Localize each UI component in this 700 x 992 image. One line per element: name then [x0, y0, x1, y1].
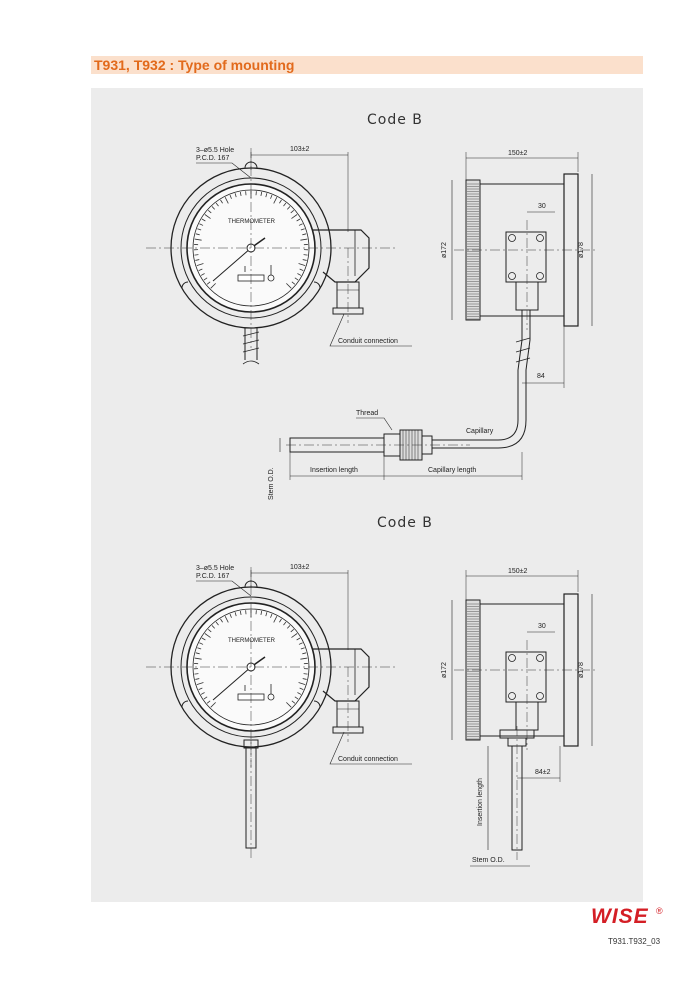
- dim-width-top: 103±2: [290, 146, 310, 153]
- dim-178-bottom: ø178: [578, 662, 585, 678]
- dim-depth-bottom: 150±2: [508, 568, 528, 575]
- gauge-front-view-top: [145, 147, 397, 349]
- dim-30-top: 30: [538, 203, 546, 210]
- stem-od-label-bottom: Stem O.D.: [472, 857, 505, 864]
- gauge-front-view-bottom: [145, 566, 397, 768]
- dim-30-bottom: 30: [538, 623, 546, 630]
- gauge-side-view-bottom: [453, 593, 597, 751]
- dim-172-top: ø172: [441, 242, 448, 258]
- dim-84-top: 84: [537, 373, 545, 380]
- pcd-label-bottom: P.C.D. 167: [196, 573, 230, 580]
- code-label-bottom: Code B: [377, 515, 433, 531]
- code-label-top: Code B: [367, 112, 423, 128]
- dim-172-bottom: ø172: [441, 662, 448, 678]
- wise-logo: WISE: [591, 905, 649, 928]
- header-bar: [91, 56, 643, 74]
- page-title: T931, T932 : Type of mounting: [94, 57, 295, 73]
- dial-text-top: THERMOMETER: [228, 219, 275, 225]
- dim-depth-top: 150±2: [508, 150, 528, 157]
- dim-width-bottom: 103±2: [290, 564, 310, 571]
- thread-label: Thread: [356, 410, 379, 417]
- capillary-length-label: Capillary length: [428, 467, 477, 474]
- hole-label-top: 3–ø5.5 Hole: [196, 147, 235, 154]
- dim-84-bottom: 84±2: [535, 769, 551, 776]
- capillary-label: Capillary: [466, 428, 494, 435]
- insertion-label-top: Insertion length: [310, 467, 358, 474]
- gauge-side-view-top: [453, 173, 597, 331]
- conduit-label-top: Conduit connection: [338, 338, 398, 345]
- conduit-label-bottom: Conduit connection: [338, 756, 398, 763]
- registered-mark: ®: [656, 906, 663, 916]
- hole-label-bottom: 3–ø5.5 Hole: [196, 565, 235, 572]
- insertion-label-bottom: Insertion length: [477, 778, 484, 826]
- stem-od-label-top: Stem O.D.: [268, 467, 275, 500]
- dial-text-bottom: THERMOMETER: [228, 638, 275, 644]
- page-reference: T931.T932_03: [608, 937, 661, 946]
- drawing-panel: [91, 88, 643, 902]
- dim-178-top: ø178: [578, 242, 585, 258]
- pcd-label-top: P.C.D. 167: [196, 155, 230, 162]
